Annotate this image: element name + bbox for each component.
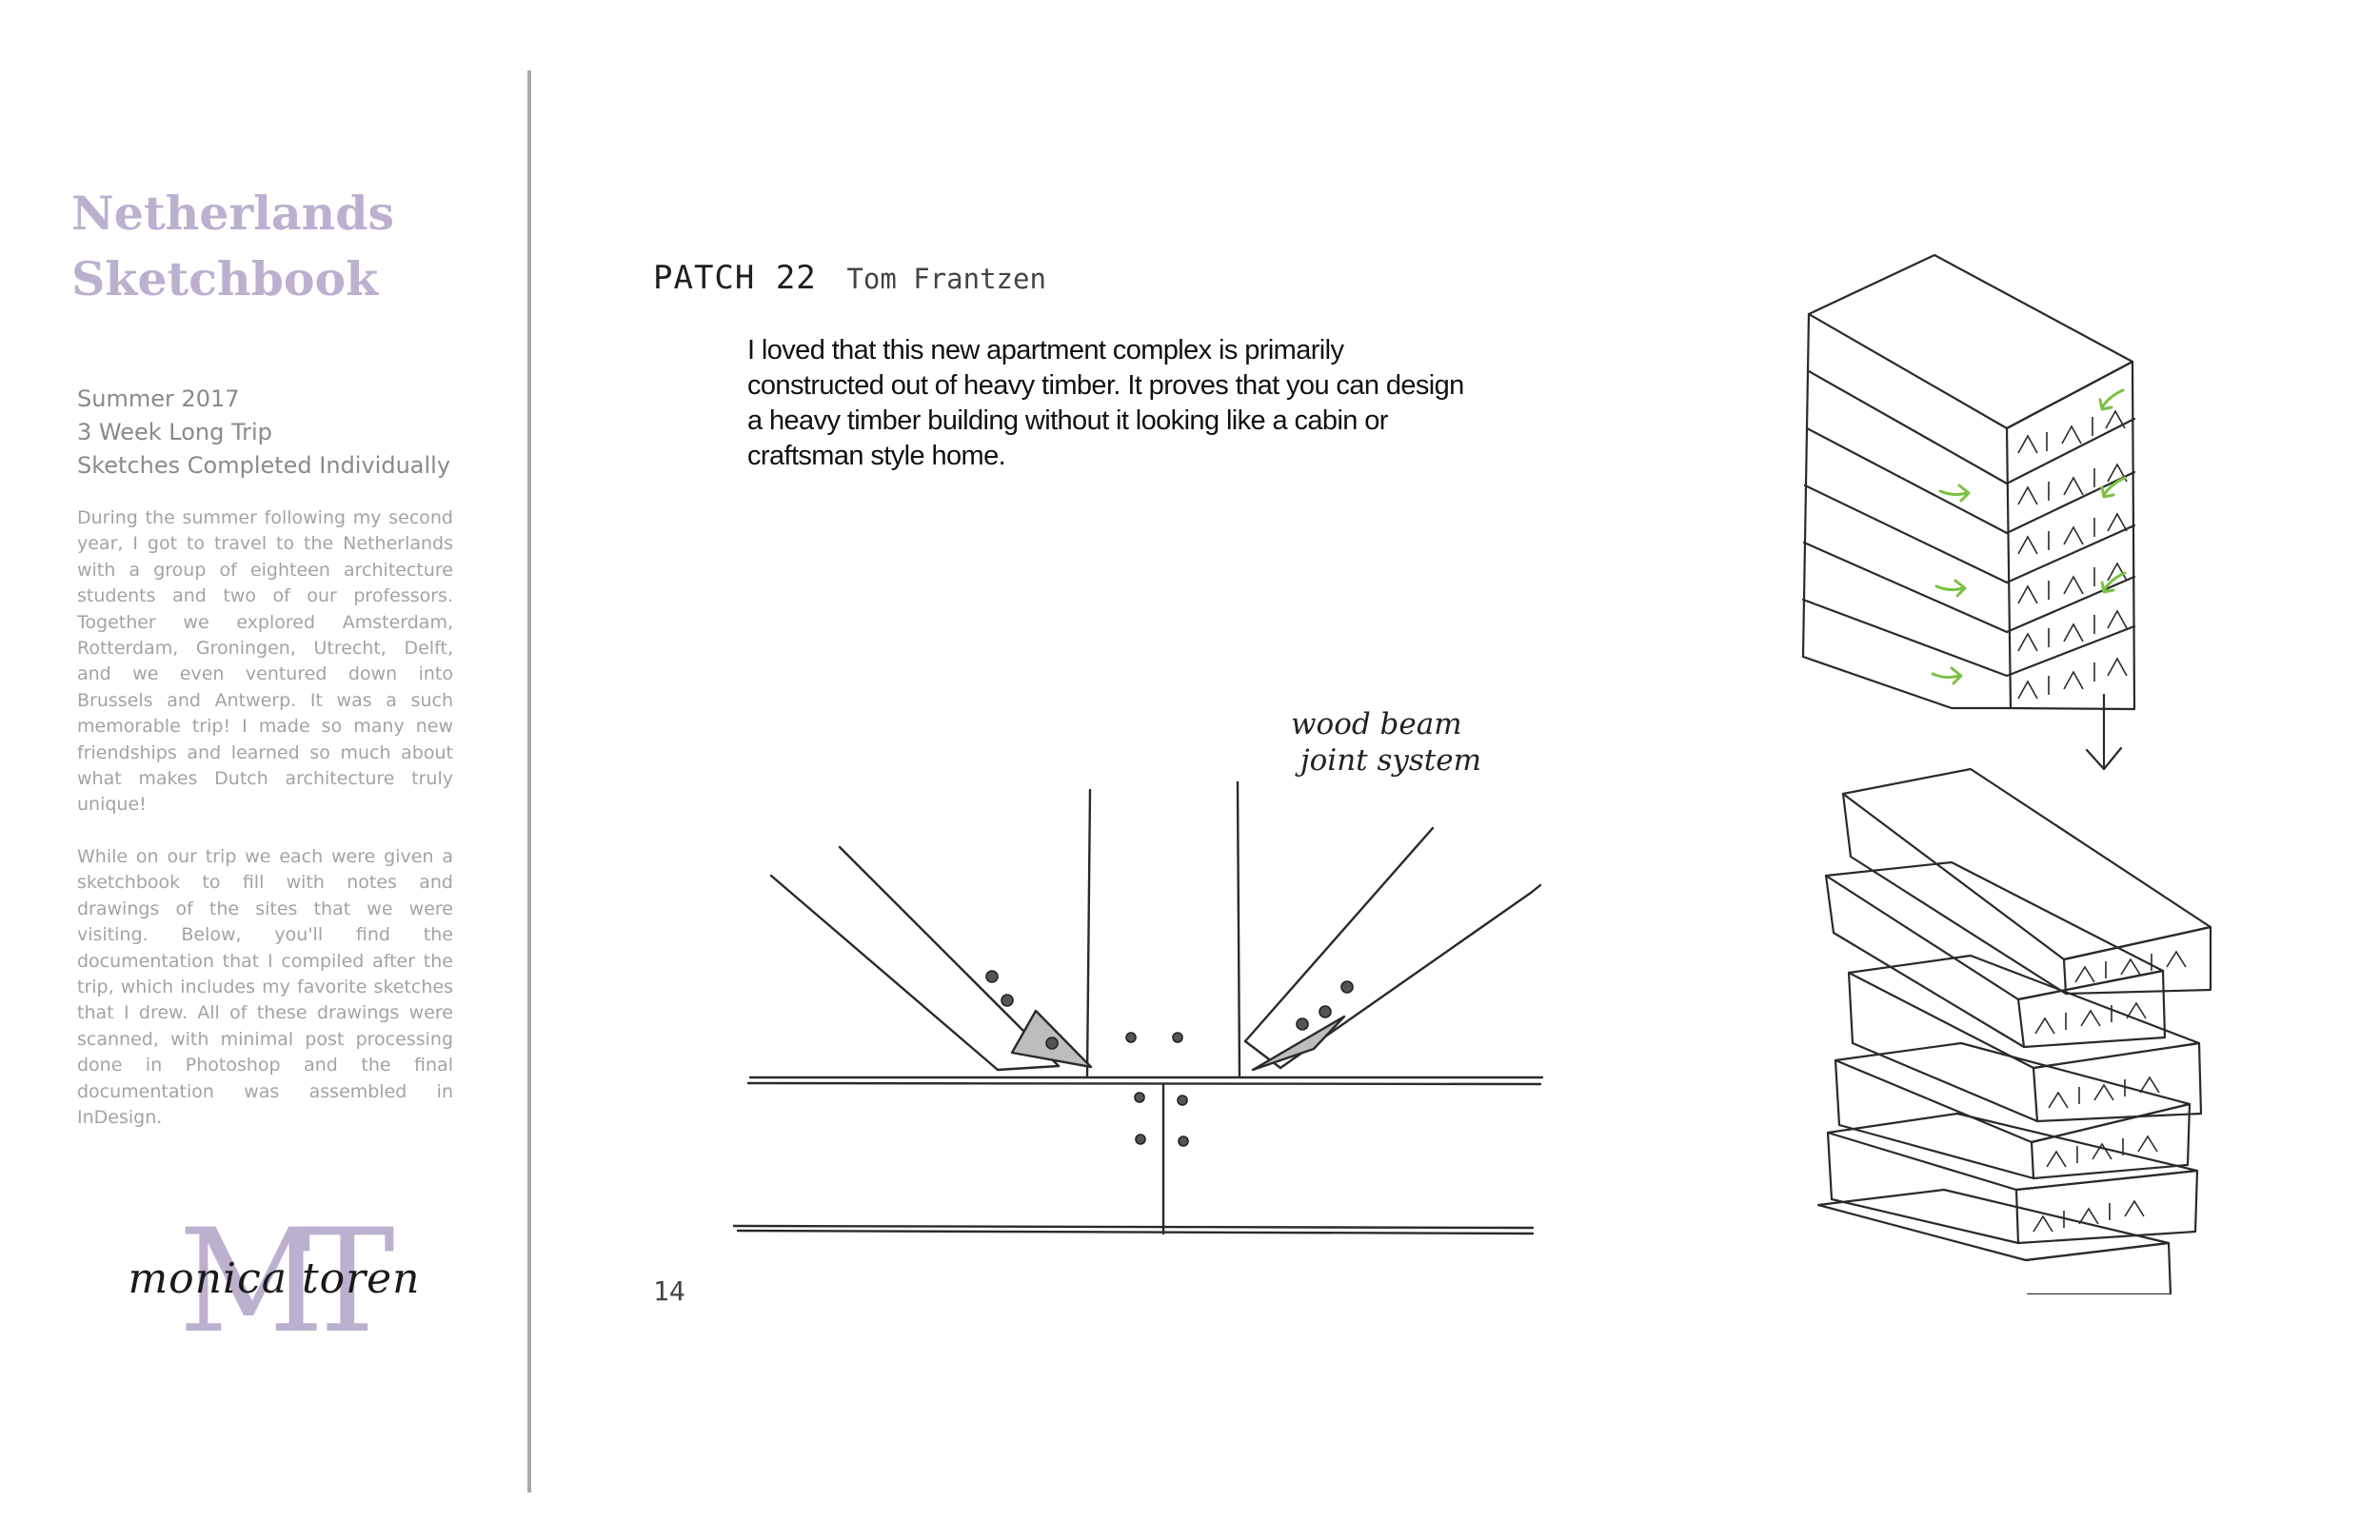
page-heading: PATCH 22 Tom Frantzen [653, 259, 1046, 297]
project-description: I loved that this new apartment complex … [747, 335, 1464, 471]
architect-name: Tom Frantzen [846, 263, 1046, 295]
process-paragraph: While on our trip we each were given a s… [77, 845, 453, 1128]
sketch-annotation: wood beam joint system [1291, 706, 1481, 779]
sidebar-title: Netherlands Sketchbook [71, 181, 394, 312]
title-line-1: Netherlands [71, 186, 395, 241]
beam-joint-sketch [733, 780, 1544, 1235]
sidebar-body: During the summer following my second ye… [77, 505, 453, 1156]
trip-meta: Summer 2017 3 Week Long Trip Sketches Co… [77, 383, 450, 483]
trip-season: Summer 2017 [77, 385, 240, 412]
title-line-2: Sketchbook [71, 251, 379, 306]
stacked-floors-sketch [1801, 253, 2212, 1294]
vertical-divider [527, 70, 531, 1492]
page-number: 14 [653, 1275, 685, 1307]
trip-note: Sketches Completed Individually [77, 452, 451, 479]
project-name: PATCH 22 [653, 259, 817, 297]
logo-signature: monica toren [128, 1254, 420, 1303]
annotation-line-2: joint system [1300, 743, 1481, 778]
trip-length: 3 Week Long Trip [77, 419, 272, 445]
monogram-logo: MT monica toren [128, 1216, 420, 1350]
annotation-line-1: wood beam [1291, 707, 1462, 741]
intro-paragraph: During the summer following my second ye… [77, 507, 453, 816]
